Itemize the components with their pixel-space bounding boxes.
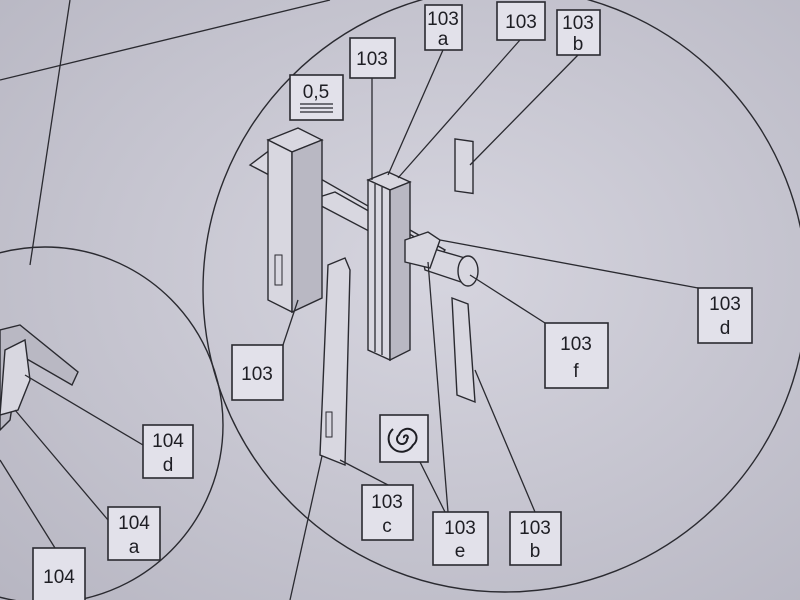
thickness-lines-icon	[300, 103, 333, 113]
label-103b-bottom: 103 b	[509, 511, 562, 566]
svg-text:b: b	[530, 541, 541, 562]
svg-text:103: 103	[356, 49, 388, 70]
svg-text:103: 103	[560, 334, 592, 355]
svg-text:f: f	[573, 361, 579, 382]
detail-circle-103	[202, 0, 800, 593]
label-104: 104	[32, 547, 86, 600]
svg-text:103: 103	[505, 12, 537, 33]
part-104-assembly	[0, 324, 79, 431]
detail-circle-104	[0, 246, 224, 600]
part-103-left-post	[266, 127, 324, 314]
svg-text:a: a	[129, 537, 140, 558]
svg-text:a: a	[438, 29, 449, 50]
svg-text:103: 103	[562, 13, 594, 34]
label-103-left: 103	[231, 344, 284, 401]
part-103b-top	[454, 138, 474, 195]
roll-spiral-label	[379, 414, 429, 463]
svg-text:e: e	[455, 541, 466, 562]
label-103d-right: 103 d	[697, 287, 753, 344]
svg-text:0,5: 0,5	[303, 82, 329, 103]
part-103b-bottom	[451, 296, 476, 404]
label-104d: 104 d	[142, 424, 194, 479]
svg-text:d: d	[720, 318, 731, 339]
roll-spiral-icon	[387, 427, 418, 453]
label-103b-top: 103 b	[556, 9, 601, 56]
label-103e-bottom: 103 e	[432, 511, 489, 566]
svg-text:b: b	[573, 34, 584, 55]
svg-text:103: 103	[241, 364, 273, 385]
guide-line	[0, 0, 331, 81]
svg-text:104: 104	[43, 567, 75, 588]
label-103-upper: 103	[349, 37, 396, 79]
svg-text:103: 103	[371, 492, 403, 513]
guide-line	[29, 0, 71, 266]
label-103c-bottom: 103 c	[361, 484, 414, 541]
svg-text:104: 104	[118, 513, 150, 534]
leader-lines	[0, 39, 699, 549]
thickness-label: 0,5	[289, 74, 344, 121]
svg-text:103: 103	[709, 294, 741, 315]
label-103a-top: 103 a	[424, 4, 463, 51]
part-103c-strip	[319, 257, 351, 467]
svg-text:c: c	[382, 516, 392, 537]
part-103-center-post	[366, 171, 412, 362]
label-104a: 104 a	[107, 506, 161, 561]
svg-text:104: 104	[152, 431, 184, 452]
label-103f-right: 103 f	[544, 322, 609, 389]
part-103e-roll	[404, 231, 441, 269]
svg-text:103: 103	[444, 518, 476, 539]
label-103-top: 103	[496, 1, 546, 41]
svg-text:d: d	[163, 455, 174, 476]
svg-text:103: 103	[519, 518, 551, 539]
svg-text:103: 103	[427, 9, 459, 30]
